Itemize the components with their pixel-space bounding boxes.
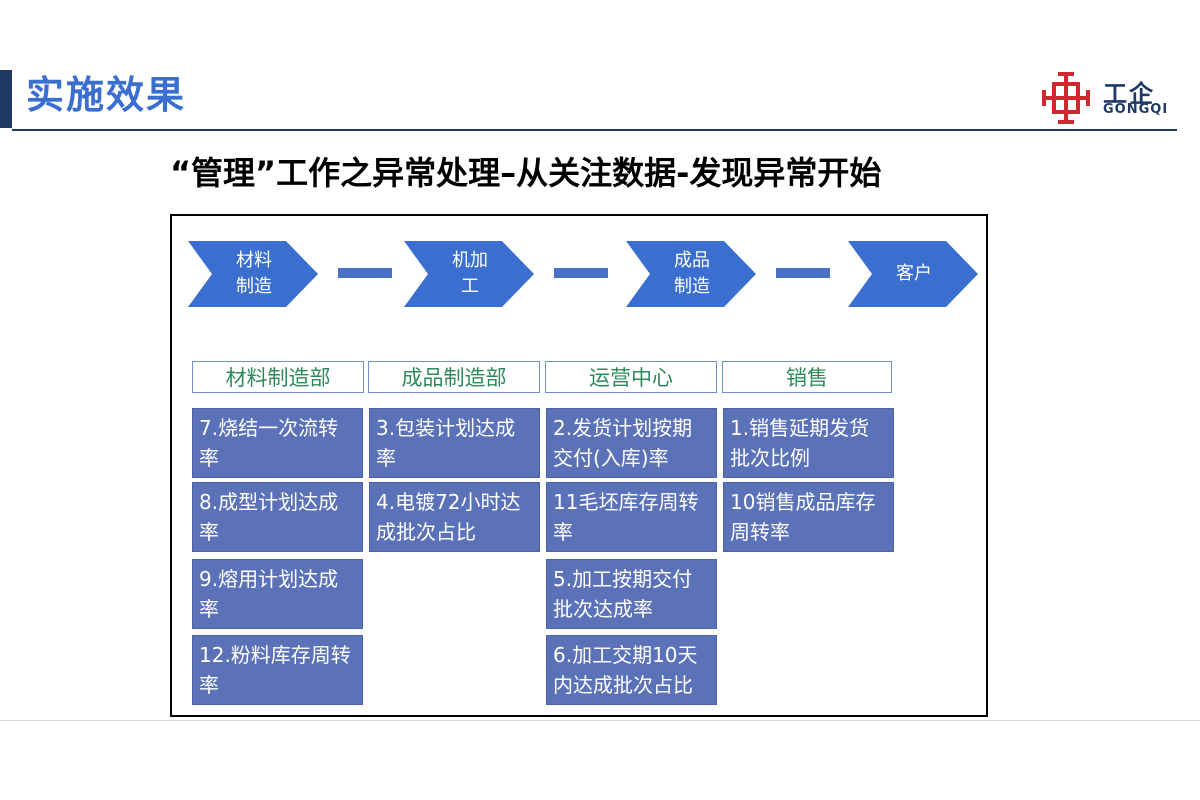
column-header: 成品制造部 (368, 361, 540, 393)
flow-connector (338, 268, 392, 278)
metric-card: 6.加工交期10天内达成批次占比 (546, 635, 717, 705)
flow-connector (776, 268, 830, 278)
column-header: 运营中心 (545, 361, 717, 393)
metric-card: 5.加工按期交付批次达成率 (546, 559, 717, 629)
metric-card: 9.熔用计划达成率 (192, 559, 363, 629)
header-divider (12, 129, 1177, 131)
flow-step-label: 成品制造 (674, 250, 710, 297)
slide-bottom-edge (0, 720, 1200, 721)
flow-step-customer-chevron (848, 241, 978, 307)
metric-card: 8.成型计划达成率 (192, 482, 363, 552)
flow-step-label: 客户 (896, 263, 932, 284)
logo-text-en: GONGQI (1103, 102, 1169, 117)
column-header: 材料制造部 (192, 361, 364, 393)
slide-subtitle: “管理”工作之异常处理–从关注数据-发现异常开始 (170, 154, 882, 192)
flow-step-finished-chevron (626, 241, 756, 307)
column-header: 销售 (722, 361, 892, 393)
header-accent-bar (0, 70, 12, 128)
company-logo-icon (1042, 72, 1090, 124)
flow-connector (554, 268, 608, 278)
metric-card: 4.电镀72小时达成批次占比 (369, 482, 540, 552)
metric-card: 2.发货计划按期交付(入库)率 (546, 408, 717, 478)
metric-card: 10销售成品库存周转率 (723, 482, 894, 552)
metric-card: 12.粉料库存周转率 (192, 635, 363, 705)
metric-card: 3.包装计划达成率 (369, 408, 540, 478)
metric-card: 1.销售延期发货批次比例 (723, 408, 894, 478)
flow-step-machining-chevron (404, 241, 534, 307)
metric-card: 7.烧结一次流转率 (192, 408, 363, 478)
logo-text-cn: 工企 (1103, 80, 1155, 108)
content-frame (170, 214, 988, 717)
flow-step-label: 机加工 (452, 250, 488, 297)
page-title: 实施效果 (26, 73, 187, 117)
metric-card: 11毛坯库存周转率 (546, 482, 717, 552)
flow-step-materials-chevron (188, 241, 318, 307)
flow-step-label: 材料制造 (236, 250, 272, 297)
